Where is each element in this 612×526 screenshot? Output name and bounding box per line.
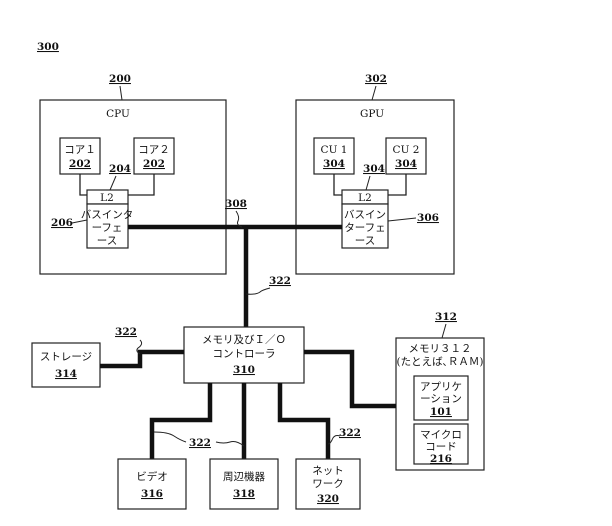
network-block: ネット ワーク 320 [295, 458, 361, 510]
cpu-l2-number: 204 [109, 163, 131, 175]
controller-number: 310 [233, 364, 255, 376]
controller-block: メモリ及びＩ／Ｏ コントローラ 310 [183, 326, 305, 384]
video-link [149, 383, 213, 459]
gpu-bus-interface-box [341, 203, 389, 249]
network-line1: ネット [312, 465, 344, 477]
memory-line1: メモリ３１２ [409, 343, 472, 355]
cu1-label: CU 1 [321, 144, 348, 156]
peripherals-label: 周辺機器 [223, 470, 265, 483]
cpu-bus-interface-line2: ーフェ [92, 222, 123, 234]
cu1-connector [333, 174, 342, 196]
core2-connector [128, 174, 155, 196]
video-number: 316 [141, 488, 163, 500]
figure-number: 300 [37, 41, 59, 53]
cu2-connector [388, 174, 407, 196]
cu2-label: CU 2 [393, 144, 420, 156]
network-link-leader [327, 435, 341, 445]
video-box [117, 458, 187, 510]
cpu-bus-interface-number: 206 [51, 217, 73, 229]
bus-number: 308 [225, 198, 247, 210]
network-number: 320 [317, 493, 339, 505]
memory-line2: (たとえば､ＲＡＭ) [397, 356, 484, 368]
cpu-block: 200 CPU コア１ 202 コア２ 202 L2 204 バスインタ ーフェ… [39, 73, 227, 275]
storage-block: ストレージ 314 322 [31, 326, 184, 388]
cpu-leader [119, 85, 123, 101]
bus-link-leader [245, 287, 271, 295]
application-box [413, 375, 469, 421]
cpu-l2-label: L2 [100, 192, 114, 204]
microcode-number: 216 [430, 453, 452, 465]
gpu-number: 302 [365, 73, 387, 85]
network-line2: ワーク [312, 478, 344, 490]
gpu-leader [371, 85, 377, 101]
network-box [295, 458, 361, 510]
core1-number: 202 [69, 158, 91, 170]
storage-link-number: 322 [115, 326, 137, 338]
gpu-bus-interface-number: 306 [417, 212, 439, 224]
memory-leader [441, 323, 447, 339]
cpu-bus-interface-line3: ース [97, 235, 117, 247]
peripherals-number: 318 [233, 488, 255, 500]
peripheral-links: 322 322 [149, 383, 361, 459]
network-link [277, 383, 331, 459]
gpu-bus-interface-line3: ース [355, 235, 375, 247]
storage-box [31, 342, 101, 388]
gpu-bus-interface-line1: バスイン [344, 209, 386, 221]
application-number: 101 [430, 406, 452, 418]
bus-leader [235, 210, 243, 228]
cpu-l2-leader [109, 175, 117, 191]
core1-connector [79, 174, 87, 196]
controller-line2: コントローラ [213, 348, 276, 360]
system-bus: 308 322 [128, 198, 342, 327]
bus-link-number: 322 [269, 275, 291, 287]
core2-label: コア２ [138, 144, 170, 156]
application-line2: ーション [420, 393, 462, 405]
memory-number: 312 [435, 311, 457, 323]
network-link-number: 322 [339, 427, 361, 439]
controller-box [183, 326, 305, 384]
cpu-box [39, 99, 227, 275]
controller-line1: メモリ及びＩ／Ｏ [202, 334, 286, 346]
peripheral-link-leader-right [215, 441, 245, 447]
peripherals-box [209, 458, 279, 510]
cpu-bus-interface-leader [71, 219, 88, 224]
microcode-box [413, 423, 469, 465]
cpu-bus-interface-line1: バスインタ [81, 209, 134, 221]
cpu-number: 200 [109, 73, 131, 85]
storage-link [100, 349, 184, 369]
cpu-label: CPU [106, 108, 130, 120]
gpu-l2-leader [365, 175, 371, 191]
gpu-l2-number: 304 [363, 163, 385, 175]
gpu-l2-label: L2 [358, 192, 372, 204]
microcode-line1: マイクロ [420, 429, 462, 441]
gpu-label: GPU [360, 108, 384, 120]
core1-box [59, 137, 101, 175]
gpu-bus-interface-leader [387, 217, 417, 222]
peripherals-block: 周辺機器 318 [209, 458, 279, 510]
gpu-bus-interface-line2: ターフェ [344, 222, 385, 234]
cu2-box [385, 137, 427, 175]
cu2-number: 304 [395, 158, 417, 170]
core1-label: コア１ [64, 144, 96, 156]
memory-link [304, 349, 396, 409]
storage-label: ストレージ [40, 351, 92, 363]
microcode-line2: コード [425, 441, 457, 453]
cu1-box [313, 137, 355, 175]
peripheral-link-leader-left [153, 431, 187, 443]
video-block: ビデオ 316 [117, 458, 187, 510]
video-label: ビデオ [136, 470, 168, 483]
gpu-block: 302 GPU CU 1 304 CU 2 304 L2 304 バスイン ター… [295, 73, 455, 275]
peripheral-link-number: 322 [189, 437, 211, 449]
core2-box [133, 137, 175, 175]
cu1-number: 304 [323, 158, 345, 170]
storage-number: 314 [55, 368, 77, 380]
memory-block: 312 メモリ３１２ (たとえば､ＲＡＭ) アプリケ ーション 101 マイクロ… [304, 311, 485, 471]
storage-link-leader [136, 339, 143, 355]
core2-number: 202 [143, 158, 165, 170]
application-line1: アプリケ [420, 381, 462, 393]
